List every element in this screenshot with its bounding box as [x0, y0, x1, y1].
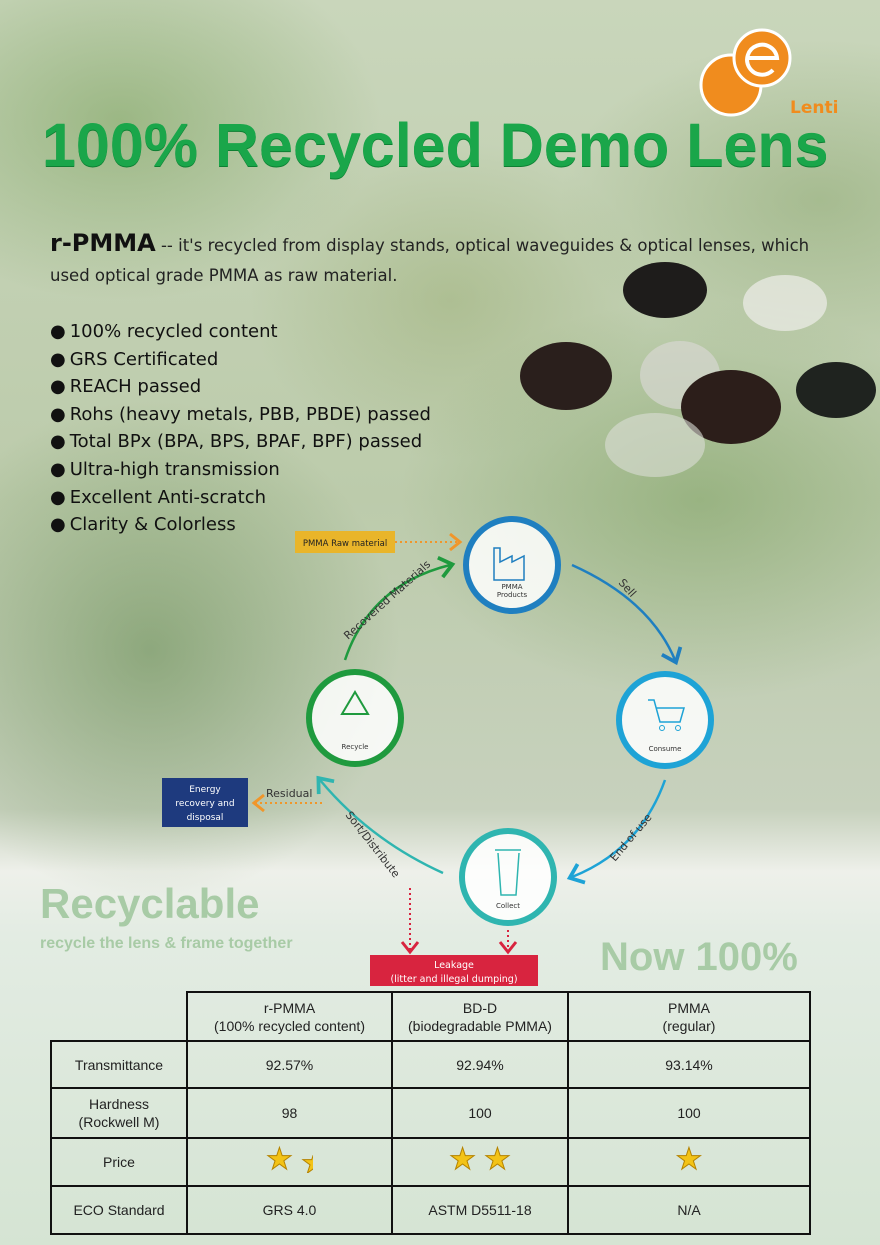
arrow-recovered	[343, 556, 456, 661]
arrow-end-of-use	[566, 779, 667, 885]
table-row: Price★★★★★	[50, 1137, 811, 1187]
star-icon: ★	[449, 1143, 477, 1176]
intro-lead: r-PMMA	[50, 229, 156, 257]
intro-text: -- it's recycled from display stands, op…	[50, 236, 810, 285]
arrow-sell	[571, 563, 683, 666]
svg-text:(litter and illegal dumping): (litter and illegal dumping)	[390, 974, 517, 985]
raw-material-box: PMMA Raw material	[295, 531, 395, 553]
price-rating: ★★	[186, 1137, 393, 1187]
svg-text:Energy: Energy	[189, 785, 221, 795]
label-recovered: Recovered Materials	[341, 558, 433, 643]
table-header-row: r-PMMA(100% recycled content) BD-D(biode…	[51, 991, 811, 1042]
feature-item: Rohs (heavy metals, PBB, PBDE) passed	[50, 401, 431, 429]
page-title: 100% Recycled Demo Lens	[42, 111, 829, 179]
lens-dark	[796, 362, 876, 418]
svg-text:PMMA Raw material: PMMA Raw material	[303, 539, 387, 549]
label-residual: Residual	[266, 787, 312, 800]
watermark-recyclable: Recyclable	[40, 880, 260, 927]
svg-text:disposal: disposal	[187, 813, 224, 823]
feature-list: 100% recycled content GRS Certificated R…	[50, 318, 431, 539]
intro-paragraph: r-PMMA -- it's recycled from display sta…	[50, 228, 850, 291]
star-icon: ★	[484, 1143, 512, 1176]
price-rating: ★	[567, 1137, 811, 1187]
sample-lenses	[520, 262, 876, 477]
svg-text:Leakage: Leakage	[434, 960, 474, 971]
svg-text:Products: Products	[497, 591, 528, 599]
star-icon: ★	[266, 1143, 294, 1176]
leakage-box: Leakage (litter and illegal dumping)	[370, 955, 538, 986]
node-consume: Consume	[616, 671, 714, 769]
recycling-cycle-diagram: Sell End of use Sort/Distribute Recovere…	[162, 516, 714, 986]
cart-icon	[648, 699, 685, 723]
feature-item: GRS Certificated	[50, 346, 431, 374]
feature-item: Ultra-high transmission	[50, 456, 431, 484]
bin-icon	[495, 849, 521, 896]
label-end-of-use: End of use	[607, 811, 654, 864]
node-pmma-products: PMMA Products	[463, 516, 561, 614]
svg-text:Collect: Collect	[496, 902, 520, 910]
lenti-logo: Lenti	[699, 28, 838, 118]
svg-text:PMMA: PMMA	[501, 583, 522, 591]
feature-item: REACH passed	[50, 373, 431, 401]
lens-clear	[743, 275, 827, 331]
factory-icon	[493, 547, 525, 581]
watermark-now: Now 100%	[600, 935, 798, 979]
col-header: PMMA(regular)	[567, 991, 811, 1042]
lens-dark	[520, 342, 612, 410]
star-icon: ★	[301, 1155, 313, 1173]
svg-text:Consume: Consume	[649, 745, 682, 753]
feature-item: Total BPx (BPA, BPS, BPAF, BPF) passed	[50, 428, 431, 456]
node-recycle: Recycle	[306, 669, 404, 767]
feature-item: 100% recycled content	[50, 318, 431, 346]
recycle-icon	[340, 690, 370, 715]
energy-recovery-box: Energy recovery and disposal	[162, 778, 248, 827]
feature-item: Excellent Anti-scratch	[50, 484, 431, 512]
svg-text:Recycle: Recycle	[342, 743, 369, 751]
svg-text:recovery and: recovery and	[175, 799, 234, 809]
lens-dark	[681, 370, 781, 444]
col-header: BD-D(biodegradable PMMA)	[391, 991, 569, 1042]
svg-text:Lenti: Lenti	[790, 98, 838, 118]
comparison-table: r-PMMA(100% recycled content) BD-D(biode…	[50, 991, 811, 1235]
arrow-sort	[316, 775, 444, 875]
lens-clear	[605, 413, 705, 477]
col-header: r-PMMA(100% recycled content)	[186, 991, 393, 1042]
label-sell: Sell	[616, 576, 639, 599]
feature-item: Clarity & Colorless	[50, 511, 431, 539]
node-collect: Collect	[459, 828, 557, 926]
lens-dark	[623, 262, 707, 318]
star-icon: ★	[675, 1143, 703, 1176]
watermark-tagline: recycle the lens & frame together	[40, 935, 293, 952]
price-rating: ★★	[391, 1137, 569, 1187]
